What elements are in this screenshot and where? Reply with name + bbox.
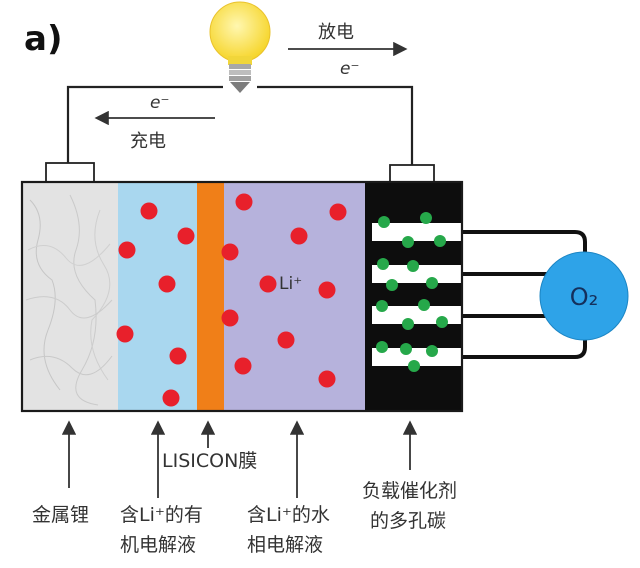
lisicon-membrane <box>197 182 224 411</box>
negative-terminal <box>45 162 95 183</box>
panel-label: a) <box>24 19 62 59</box>
cathode-channels <box>372 223 462 366</box>
discharge-electron-label: e⁻ <box>340 59 359 79</box>
lithium-ions <box>116 193 347 407</box>
aqueous-electrolyte-label-line2: 相电解液 <box>247 534 323 556</box>
circuit-wire-right <box>257 85 414 180</box>
circuit-wire-left <box>66 85 223 180</box>
lisicon-label: LISICON膜 <box>162 450 257 472</box>
light-bulb-icon <box>209 1 271 93</box>
metal-lithium-layer <box>22 182 118 411</box>
aqueous-electrolyte-label-line1: 含Li⁺的水 <box>247 504 330 526</box>
organic-electrolyte-label-line2: 机电解液 <box>120 534 196 556</box>
metal-lithium-label: 金属锂 <box>32 504 89 526</box>
oxygen-source-circle <box>539 251 629 341</box>
charge-label: 充电 <box>130 131 166 152</box>
leader-arrows <box>61 420 418 498</box>
porous-carbon-cathode <box>365 182 462 411</box>
positive-terminal <box>389 164 435 183</box>
oxygen-symbol: O₂ <box>570 283 599 311</box>
porous-carbon-label-line2: 的多孔碳 <box>370 510 446 532</box>
porous-carbon-label-line1: 负载催化剂 <box>362 480 457 502</box>
air-supply-lines <box>462 230 587 359</box>
organic-electrolyte-layer <box>118 182 197 411</box>
li-ion-label: Li⁺ <box>279 274 302 294</box>
battery-outline <box>20 180 464 413</box>
charge-electron-label: e⁻ <box>150 93 169 113</box>
organic-electrolyte-label-line1: 含Li⁺的有 <box>120 504 203 526</box>
catalyst-particles <box>376 212 448 372</box>
discharge-label: 放电 <box>318 22 354 43</box>
